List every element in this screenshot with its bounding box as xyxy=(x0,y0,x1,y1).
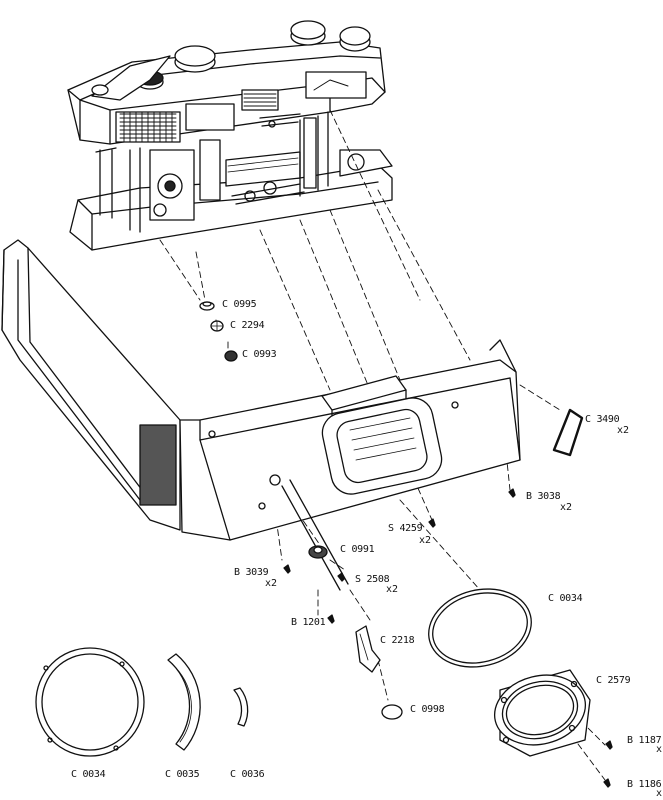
part-c0035-arc xyxy=(168,654,200,750)
label-c0993: C 0993 xyxy=(242,349,277,360)
label-c0036: C 0036 xyxy=(230,769,265,780)
label-c3490: C 3490 xyxy=(585,414,620,425)
label-c0034-right: C 0034 xyxy=(548,593,583,604)
qty-c3490: x2 xyxy=(617,425,630,436)
label-b1186: B 1186 xyxy=(627,779,662,790)
label-b1201: B 1201 xyxy=(291,617,326,628)
label-b3039: B 3039 xyxy=(234,567,269,578)
part-c0993 xyxy=(225,351,237,361)
label-c0991: C 0991 xyxy=(340,544,375,555)
label-c2579: C 2579 xyxy=(596,675,631,686)
part-c0998 xyxy=(382,705,402,719)
part-c2579-plate xyxy=(487,666,593,756)
qty-b1186: x xyxy=(656,788,663,799)
label-b1187: B 1187 xyxy=(627,735,662,746)
part-c3490 xyxy=(554,410,582,455)
part-c2294 xyxy=(211,321,223,331)
label-c2218: C 2218 xyxy=(380,635,415,646)
screws xyxy=(284,489,612,787)
label-c0035: C 0035 xyxy=(165,769,200,780)
label-c0034-left: C 0034 xyxy=(71,769,106,780)
label-s2508: S 2508 xyxy=(355,574,390,585)
part-c2218 xyxy=(356,626,380,672)
label-b3038: B 3038 xyxy=(526,491,561,502)
part-c0995 xyxy=(200,302,214,310)
part-c0034-ring-right xyxy=(420,579,539,678)
front-body-shell xyxy=(2,240,520,540)
qty-b3039: x2 xyxy=(265,578,278,589)
camera-top-housing xyxy=(68,21,392,250)
qty-s4259: x2 xyxy=(419,535,432,546)
label-s4259: S 4259 xyxy=(388,523,423,534)
qty-s2508: x2 xyxy=(386,584,399,595)
release-rod xyxy=(282,480,348,590)
label-c0995: C 0995 xyxy=(222,299,257,310)
part-c0036-arc xyxy=(234,688,248,726)
qty-b3038: x2 xyxy=(560,502,573,513)
part-c0034-ring-left xyxy=(36,648,144,756)
label-c0998: C 0998 xyxy=(410,704,445,715)
label-c2294: C 2294 xyxy=(230,320,265,331)
qty-b1187: x xyxy=(656,744,663,755)
